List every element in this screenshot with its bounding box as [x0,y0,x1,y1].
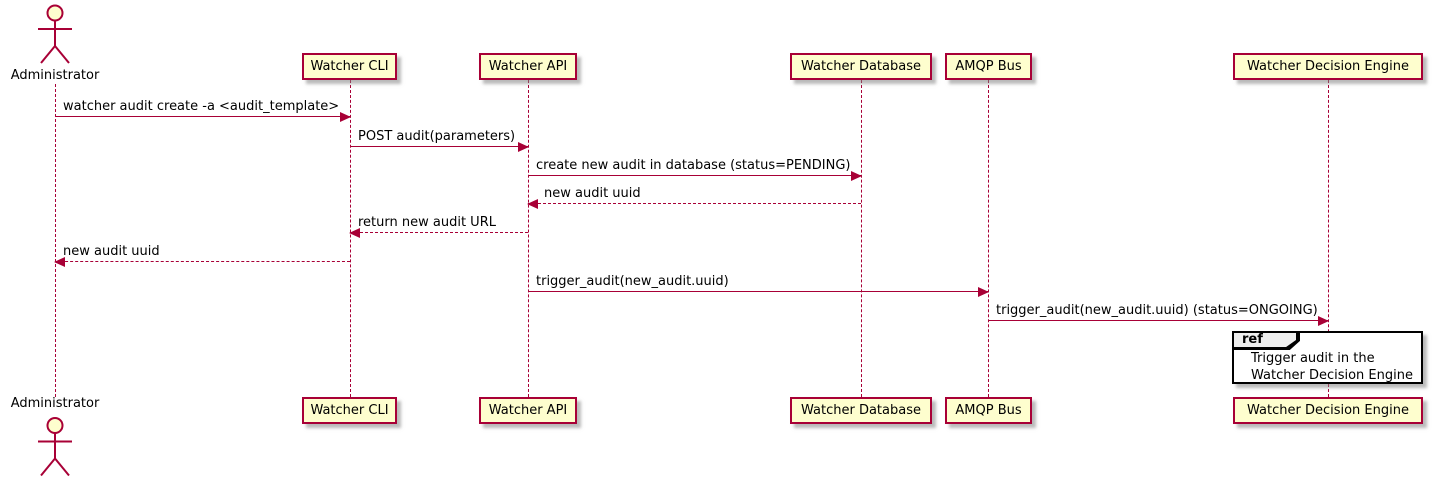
participant-box-watcher-cli-bottom: Watcher CLI [302,397,397,424]
message-label: new audit uuid [544,186,641,201]
arrowhead-right-icon [518,142,529,152]
participant-box-watcher-api-bottom: Watcher API [479,397,577,424]
message-label: watcher audit create -a <audit_template> [63,99,340,114]
lifeline-watcher-decision-engine [1328,80,1329,397]
participant-box-amqp-bus-top: AMQP Bus [945,53,1032,80]
lifeline-watcher-cli [350,80,351,397]
participant-box-watcher-database-bottom: Watcher Database [790,397,932,424]
message-watcher-audit-create: watcher audit create -a <audit_template> [55,99,351,122]
arrowhead-right-icon [340,112,351,122]
arrowhead-left-icon [54,257,65,267]
message-label: trigger_audit(new_audit.uuid) [536,274,729,289]
ref-keyword-badge: ref [1232,331,1300,350]
message-label: create new audit in database (status=PEN… [536,158,851,173]
message-post-audit: POST audit(parameters) [350,129,529,152]
message-trigger-audit: trigger_audit(new_audit.uuid) [528,274,989,297]
ref-body: Trigger audit in the Watcher Decision En… [1251,350,1413,384]
ref-keyword-label: ref [1234,333,1296,347]
actor-label-administrator-bottom: Administrator [10,396,100,411]
ref-text-line: Trigger audit in the [1251,351,1375,366]
message-label: trigger_audit(new_audit.uuid) (status=ON… [996,303,1318,318]
message-trigger-audit-ongoing: trigger_audit(new_audit.uuid) (status=ON… [988,303,1329,326]
participant-box-watcher-database-top: Watcher Database [790,53,932,80]
arrowhead-right-icon [851,171,862,181]
participant-box-amqp-bus-bottom: AMQP Bus [945,397,1032,424]
lifeline-administrator [55,84,56,397]
arrowhead-left-icon [527,199,538,209]
actor-icon-administrator-bottom [38,417,72,477]
lifeline-watcher-api [528,80,529,397]
participant-box-watcher-decision-engine-bottom: Watcher Decision Engine [1233,397,1423,424]
lifeline-watcher-database [861,80,862,397]
actor-label-administrator-top: Administrator [10,68,100,83]
arrowhead-left-icon [349,228,360,238]
participant-box-watcher-api-top: Watcher API [479,53,577,80]
arrowhead-right-icon [1318,316,1329,326]
message-return-new-audit-url: return new audit URL [349,215,528,238]
message-new-audit-uuid-return-db: new audit uuid [527,186,861,209]
ref-fragment: ref Trigger audit in the Watcher Decisio… [1232,331,1423,384]
participant-box-watcher-cli-top: Watcher CLI [302,53,397,80]
ref-text-line: Watcher Decision Engine [1251,368,1413,383]
message-label: return new audit URL [358,215,496,230]
message-create-new-audit: create new audit in database (status=PEN… [528,158,862,181]
message-label: POST audit(parameters) [358,129,516,144]
message-label: new audit uuid [63,244,160,259]
actor-icon-administrator-top [38,4,72,64]
message-new-audit-uuid-return-admin: new audit uuid [54,244,350,267]
lifeline-amqp-bus [988,80,989,397]
participant-box-watcher-decision-engine-top: Watcher Decision Engine [1233,53,1423,80]
arrowhead-right-icon [978,287,989,297]
